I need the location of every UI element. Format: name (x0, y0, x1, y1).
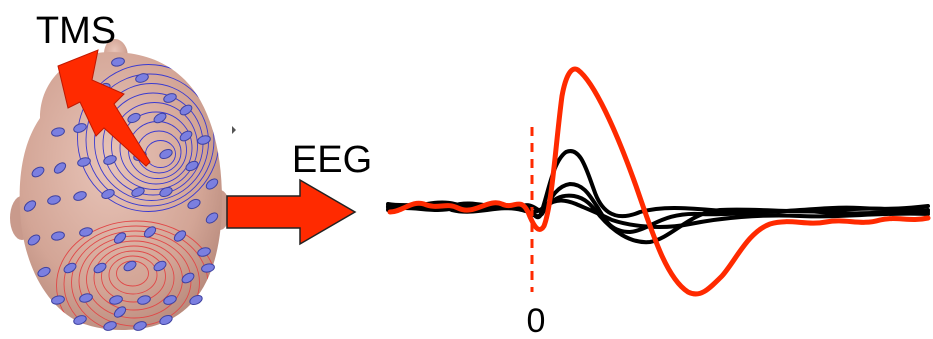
electrode (201, 263, 215, 273)
electrode (101, 189, 115, 199)
small-marker-icon (232, 126, 236, 134)
eeg-traces (386, 66, 931, 297)
electrode (179, 130, 193, 142)
electrode (159, 148, 173, 160)
electrode (189, 294, 203, 306)
electrode (53, 162, 67, 174)
electrode (73, 315, 87, 325)
blue-contour-line (85, 73, 215, 207)
electrode (51, 231, 65, 241)
electrode (31, 166, 45, 178)
electrode (197, 247, 211, 257)
electrode (187, 198, 201, 210)
electrode-array (23, 57, 219, 331)
electrode (51, 127, 65, 137)
electrode (109, 295, 123, 305)
electrode (181, 272, 195, 284)
blue-contour-line (119, 111, 193, 185)
electrode (197, 135, 211, 145)
electrode (179, 104, 193, 116)
blue-contour-line (111, 102, 198, 190)
electrode (133, 321, 147, 331)
electrode (205, 178, 219, 190)
red-contour-line (108, 255, 158, 295)
electrode (77, 157, 91, 167)
electrode (123, 260, 137, 272)
lightning-bolt-icon (57, 49, 151, 167)
electrode (173, 230, 187, 242)
electrode (113, 232, 127, 244)
eeg-trace-black-4 (386, 198, 930, 229)
electrode (51, 295, 65, 305)
electrode (163, 295, 177, 305)
eeg-trace-red (387, 66, 931, 297)
electrode (135, 73, 149, 83)
electrode (73, 123, 87, 133)
tms-label: TMS (36, 10, 116, 52)
electrode (153, 260, 167, 272)
electrode (159, 314, 173, 326)
electrode (127, 112, 141, 124)
electrode (143, 226, 157, 238)
red-contour-line (93, 245, 175, 311)
electrode (159, 186, 173, 198)
electrode (137, 295, 151, 305)
electrode (163, 93, 177, 103)
red-contour-line (101, 250, 166, 303)
eeg-label: EEG (292, 139, 372, 181)
electrode (79, 227, 93, 237)
electrode (79, 293, 93, 303)
right-arrow-icon (226, 178, 357, 246)
electrode (185, 160, 199, 172)
time-zero-label: 0 (527, 302, 546, 339)
electrode (103, 321, 117, 331)
electrode (47, 195, 61, 205)
electrode (23, 200, 37, 212)
electrode (73, 191, 87, 201)
red-contour-line (71, 230, 200, 331)
electrode (63, 262, 77, 274)
electrode (131, 187, 145, 197)
electrode (93, 262, 107, 274)
scalp-head-icon (10, 39, 230, 331)
electrode (37, 266, 51, 278)
electrode (103, 155, 117, 165)
electrode (111, 57, 125, 67)
electrode (113, 306, 127, 318)
electrode (27, 234, 41, 246)
electrode (153, 112, 167, 124)
electrode (205, 212, 219, 224)
